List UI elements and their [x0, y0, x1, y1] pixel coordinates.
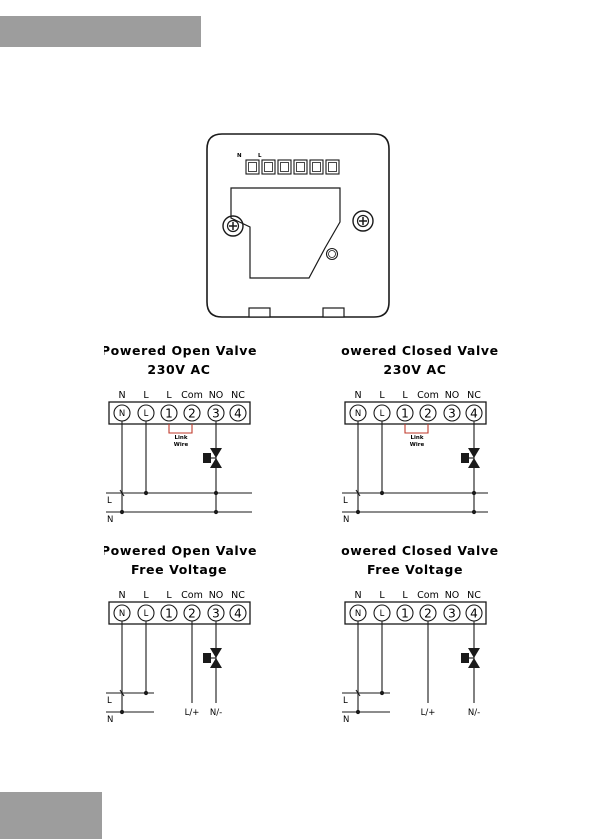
terminal-number: 1	[165, 407, 173, 421]
diagram-subtitle: 230V AC	[383, 362, 446, 377]
link-wire	[169, 424, 192, 433]
output-neutral-label: N/-	[468, 708, 480, 718]
terminal-number: 3	[212, 607, 220, 621]
terminal-number: 2	[188, 607, 196, 621]
terminal-number: 2	[424, 407, 432, 421]
header-no: NO	[209, 590, 224, 601]
header-nc: NC	[467, 590, 481, 601]
header-nc: NC	[231, 590, 245, 601]
header-no: NO	[445, 590, 460, 601]
header-n: N	[354, 590, 361, 601]
thermostat-backplate-diagram: N L	[200, 128, 396, 324]
terminal-number: 4	[470, 607, 478, 621]
motorised-valve-icon	[203, 448, 222, 468]
header-nc: NC	[231, 390, 245, 401]
module-label-n: N	[237, 153, 242, 159]
header-nc: NC	[467, 390, 481, 401]
terminal-block-strip	[246, 160, 339, 174]
terminal-n-symbol: N	[355, 409, 361, 419]
diagram-subtitle: Free Voltage	[131, 562, 227, 577]
terminal-n-symbol: N	[119, 409, 125, 419]
diagram-subtitle: 230V AC	[147, 362, 210, 377]
diagram-title: Powered Open Valve	[104, 343, 257, 358]
neutral-rail-label: N	[343, 715, 349, 725]
header-l: L	[143, 390, 149, 401]
header-l: L	[166, 590, 172, 601]
terminal-l-symbol: L	[144, 409, 149, 419]
module-label-l: L	[258, 153, 262, 159]
header-l: L	[402, 390, 408, 401]
neutral-rail-label: N	[343, 515, 349, 525]
header-n: N	[118, 590, 125, 601]
header-com: Com	[417, 390, 439, 401]
header-n: N	[354, 390, 361, 401]
terminal-number: 3	[448, 407, 456, 421]
link-wire-label: Wire	[174, 442, 189, 448]
terminal-n-symbol: N	[355, 609, 361, 619]
wiring-diagram-open-free-voltage: Powered Open Valve Free Voltage N L L Co…	[104, 540, 264, 730]
terminal-number: 1	[401, 607, 409, 621]
terminal-l-symbol: L	[144, 609, 149, 619]
header-com: Com	[181, 390, 203, 401]
footer-bar	[0, 792, 102, 839]
header-l: L	[402, 590, 408, 601]
header-l: L	[166, 390, 172, 401]
live-rail-label: L	[107, 696, 112, 706]
motorised-valve-icon	[203, 648, 222, 668]
live-rail-label: L	[343, 696, 348, 706]
wiring-diagram-open-230v: Powered Open Valve 230V AC N L L Com NO …	[104, 340, 264, 530]
output-live-label: L/+	[185, 708, 200, 718]
terminal-number: 3	[212, 407, 220, 421]
terminal-number: 1	[401, 407, 409, 421]
terminal-number: 3	[448, 607, 456, 621]
header-com: Com	[181, 590, 203, 601]
mounting-screw-icon	[353, 211, 373, 231]
header-no: NO	[209, 390, 224, 401]
diagram-subtitle: Free Voltage	[367, 562, 463, 577]
link-wire-label: Link	[411, 435, 424, 441]
output-neutral-label: N/-	[210, 708, 222, 718]
wiring-diagram-closed-230v: Powered Closed Valve 230V AC N L L Com N…	[340, 340, 500, 530]
terminal-number: 4	[470, 407, 478, 421]
header-com: Com	[417, 590, 439, 601]
terminal-l-symbol: L	[380, 409, 385, 419]
live-rail-label: L	[343, 496, 348, 506]
header-n: N	[118, 390, 125, 401]
terminal-l-symbol: L	[380, 609, 385, 619]
terminal-n-symbol: N	[119, 609, 125, 619]
terminal-number: 4	[234, 407, 242, 421]
terminal-number: 1	[165, 607, 173, 621]
terminal-number: 4	[234, 607, 242, 621]
header-l: L	[143, 590, 149, 601]
diagram-title: Powered Closed Valve	[340, 343, 499, 358]
terminal-number: 2	[424, 607, 432, 621]
link-wire-label: Link	[175, 435, 188, 441]
link-wire-label: Wire	[410, 442, 425, 448]
wiring-diagram-closed-free-voltage: Powered Closed Valve Free Voltage N L L …	[340, 540, 500, 730]
header-bar	[0, 16, 201, 47]
header-no: NO	[445, 390, 460, 401]
terminal-number: 2	[188, 407, 196, 421]
output-live-label: L/+	[421, 708, 436, 718]
diagram-title: Powered Closed Valve	[340, 543, 499, 558]
link-wire	[405, 424, 428, 433]
neutral-rail-label: N	[107, 715, 113, 725]
header-l: L	[379, 390, 385, 401]
motorised-valve-icon	[461, 448, 480, 468]
live-rail-label: L	[107, 496, 112, 506]
neutral-rail-label: N	[107, 515, 113, 525]
diagram-title: Powered Open Valve	[104, 543, 257, 558]
header-l: L	[379, 590, 385, 601]
motorised-valve-icon	[461, 648, 480, 668]
